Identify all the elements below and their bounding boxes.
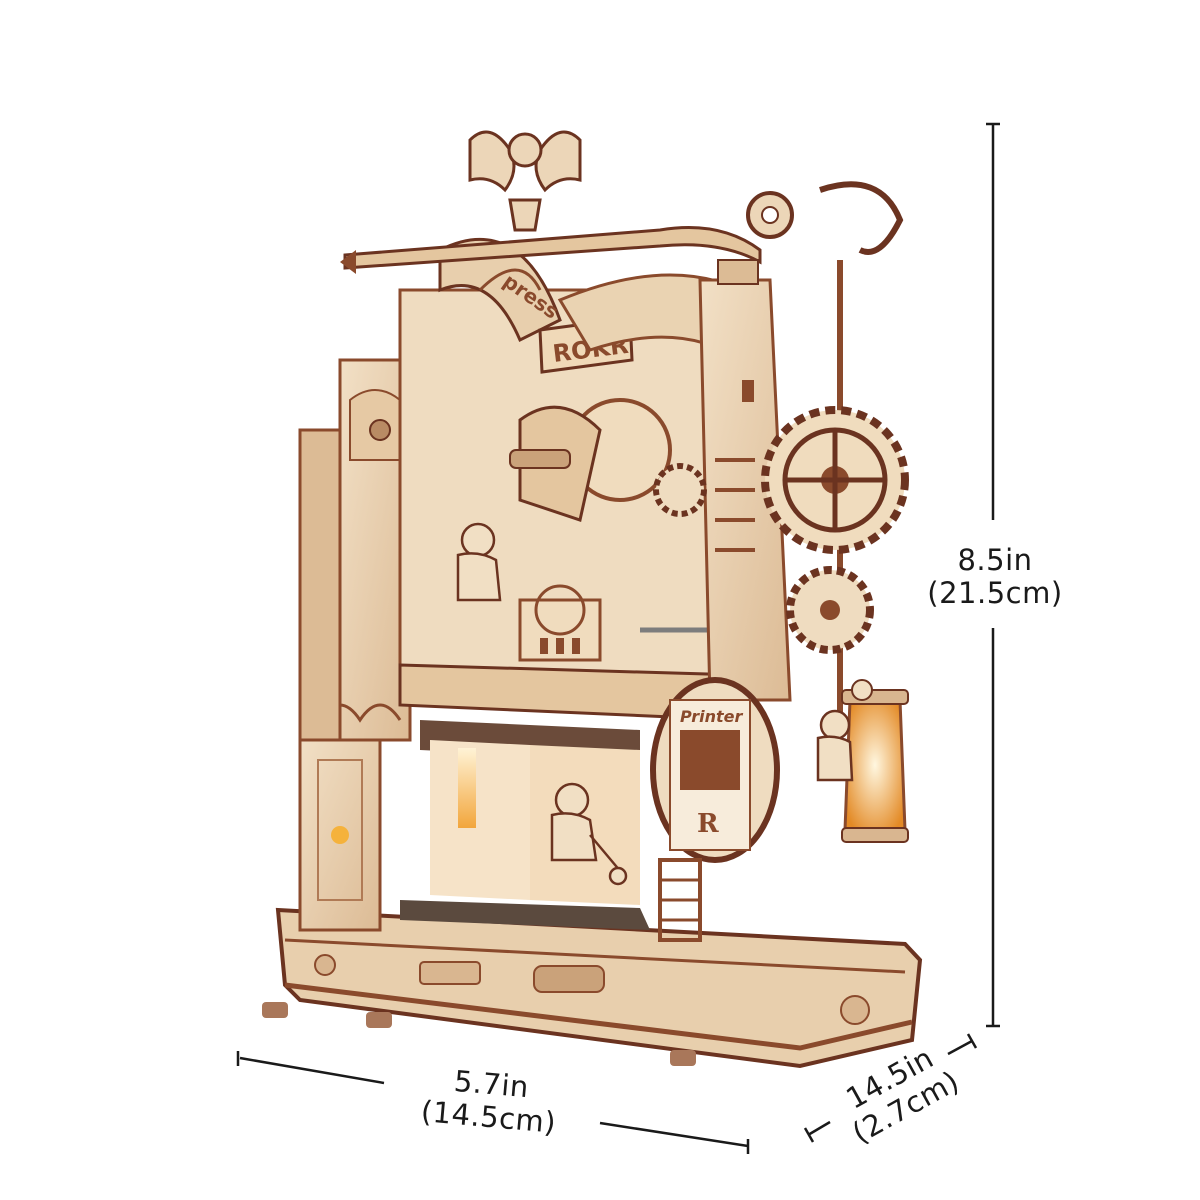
left-pillar [298, 358, 412, 932]
small-gear [786, 566, 874, 654]
bear-figure-lantern [816, 709, 854, 782]
press-base [262, 907, 923, 1069]
bear-figure-upper [456, 522, 502, 602]
plate-letter: R [697, 809, 719, 839]
height-dimension-line [986, 122, 1000, 1028]
printing-press-model: press ROKR [262, 130, 923, 1069]
bear-figure-lower [550, 782, 628, 886]
height-dimension-label: 8.5in (21.5cm) [925, 544, 1065, 610]
depth-dimension-line [803, 1033, 978, 1143]
width-dimension-line [236, 1051, 750, 1154]
width-dimension-label: 5.7in (14.5cm) [412, 1062, 567, 1141]
type-block [518, 584, 720, 662]
gear-middle [653, 463, 707, 517]
height-metric: (21.5cm) [927, 576, 1063, 610]
printer-label: Printer [680, 707, 744, 726]
lantern [841, 679, 909, 843]
press-bed [400, 900, 650, 930]
printer-roller: Printer R [650, 677, 780, 942]
top-bar [340, 226, 762, 274]
height-imperial: 8.5in [957, 543, 1033, 577]
large-gear [761, 406, 909, 554]
eagle-crest [468, 130, 582, 232]
